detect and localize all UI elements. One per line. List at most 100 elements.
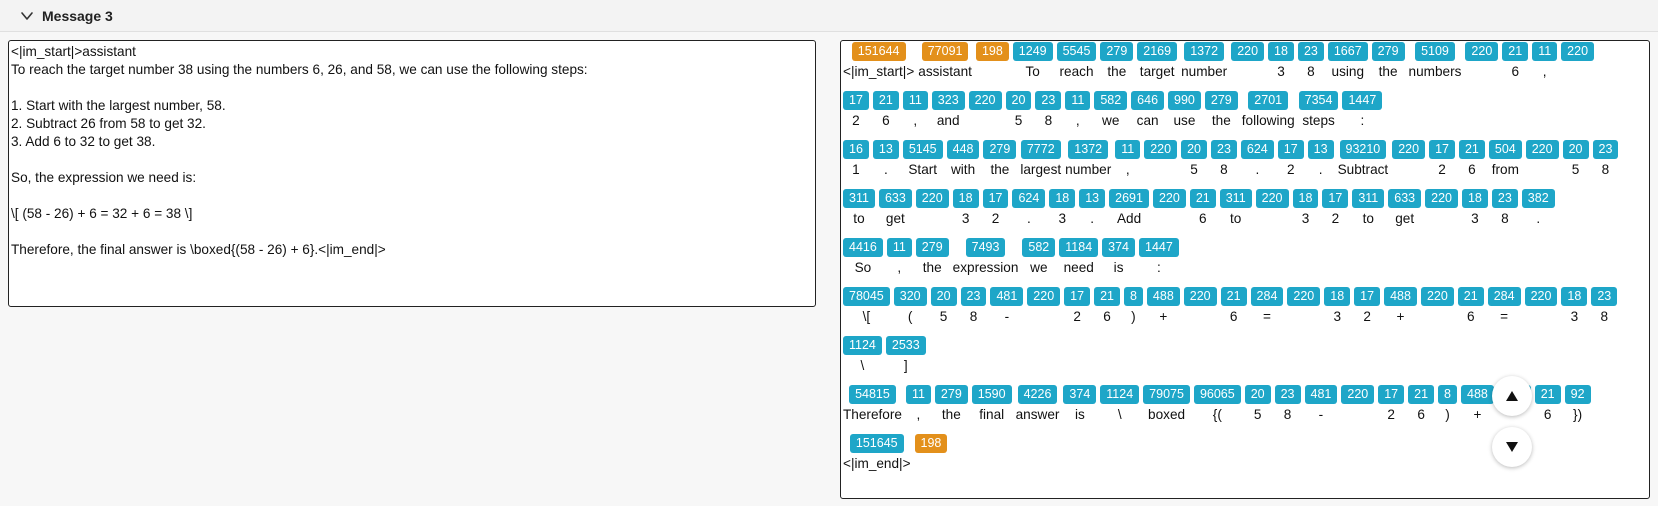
token-id-badge: 8: [1438, 385, 1457, 404]
token-text: 3: [1301, 211, 1310, 226]
token-text: .: [1255, 162, 1260, 177]
token-id-badge: 220: [1287, 287, 1321, 306]
token-text: the: [1211, 113, 1231, 128]
token: 5109 numbers: [1408, 42, 1462, 81]
token-text: (: [907, 309, 913, 324]
token-id-badge: 79075: [1143, 385, 1190, 404]
token-id-badge: 220: [1392, 140, 1426, 159]
token-id-badge: 198: [914, 434, 948, 453]
message-header[interactable]: Message 3: [0, 0, 1658, 32]
token-id-badge: 1249: [1012, 42, 1053, 61]
token-text: :: [1360, 113, 1365, 128]
token-text: 6: [1466, 309, 1475, 324]
token-text: to: [1362, 211, 1374, 226]
token-text: 5: [1253, 407, 1262, 422]
token: 1124\: [843, 336, 882, 375]
token-id-badge: 17: [1277, 140, 1304, 159]
token-text: 8: [1044, 113, 1053, 128]
token-id-badge: 11: [1115, 140, 1141, 159]
token-id-badge: 1124: [1100, 385, 1140, 404]
triangle-up-icon: [1506, 391, 1518, 401]
token-id-badge: 11: [1065, 91, 1091, 110]
token-id-badge: 5109: [1415, 42, 1455, 61]
token: 284=: [1250, 287, 1284, 326]
token: 11,: [1065, 91, 1091, 130]
token-text: get: [1395, 211, 1415, 226]
token-text: [990, 63, 994, 81]
token-text: 3: [1277, 64, 1285, 79]
token-text: 8: [969, 309, 978, 324]
token: 220: [1341, 385, 1375, 424]
token-text: .: [1536, 211, 1541, 226]
token-id-badge: 633: [878, 189, 912, 208]
token-text: ]: [903, 358, 908, 373]
token-id-badge: 220: [1027, 287, 1061, 306]
token-id-badge: 1447: [1139, 238, 1179, 257]
token: 78045\[: [843, 287, 890, 326]
token-id-badge: 582: [1094, 91, 1128, 110]
token-text: is: [1113, 260, 1124, 275]
token-id-badge: 23: [960, 287, 987, 306]
token: 220: [1524, 287, 1558, 326]
token-id-badge: 18: [1561, 287, 1588, 306]
token-id-badge: 2691: [1109, 189, 1149, 208]
token-text: 3: [1333, 309, 1341, 324]
token-text: [1042, 308, 1046, 326]
token-text: 3: [961, 211, 970, 226]
token-text: 6: [1511, 64, 1520, 79]
token-text: 5: [1014, 113, 1023, 128]
token-text: =: [1500, 309, 1509, 324]
scroll-down-button[interactable]: [1492, 427, 1532, 467]
token: 488+: [1461, 385, 1494, 424]
token-text: [1159, 161, 1163, 179]
token-text: 1: [852, 162, 860, 177]
token-id-badge: 220: [1341, 385, 1375, 404]
token-id-badge: 18: [1292, 189, 1319, 208]
scroll-up-button[interactable]: [1492, 376, 1532, 416]
token: 11,: [1115, 140, 1141, 179]
token-text: numbers: [1408, 64, 1462, 79]
token: 220: [1465, 42, 1499, 81]
token: 8): [1123, 287, 1143, 326]
token-id-badge: 198: [975, 42, 1009, 61]
token-text: 8: [1283, 407, 1292, 422]
token-id-badge: 21: [1094, 287, 1120, 306]
token-text: [1540, 161, 1544, 179]
token: 13.: [872, 140, 899, 179]
token-id-badge: 220: [1144, 140, 1178, 159]
token-text: So: [854, 260, 872, 275]
token-text: .: [883, 162, 888, 177]
token-text: [1198, 308, 1202, 326]
token-text: ,: [916, 407, 921, 422]
chevron-down-icon[interactable]: [20, 9, 34, 23]
token-id-badge: 23: [1297, 42, 1324, 61]
token: 11,: [1532, 42, 1558, 81]
token-id-badge: 1590: [971, 385, 1012, 404]
token-text: [1302, 308, 1306, 326]
token-id-badge: 320: [893, 287, 927, 306]
